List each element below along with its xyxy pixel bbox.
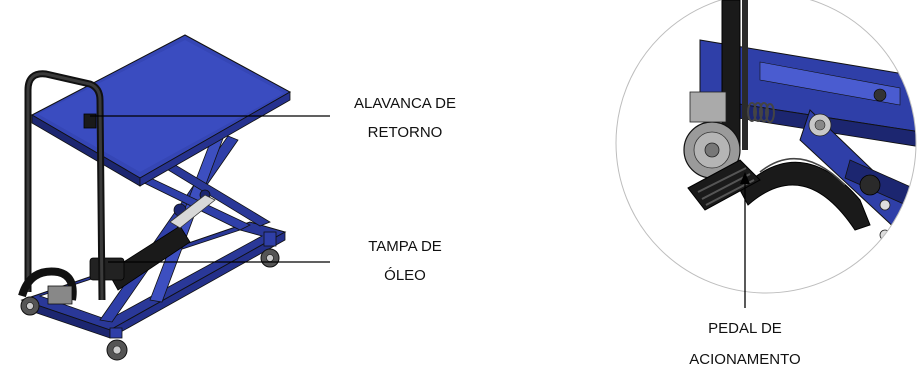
- label-pedal-line1: PEDAL DE: [708, 320, 782, 337]
- label-pedal: PEDAL DE ACIONAMENTO: [660, 321, 830, 367]
- pedal-detail-view: [615, 0, 917, 294]
- label-oil-cap-line1: TAMPA DE: [368, 238, 442, 255]
- caster-rear: [20, 296, 40, 316]
- label-return-lever: ALAVANCA DE RETORNO: [330, 96, 480, 140]
- label-oil-cap-line2: ÓLEO: [384, 267, 426, 284]
- caster-front-left: [106, 327, 128, 361]
- label-oil-cap: TAMPA DE ÓLEO: [330, 239, 480, 283]
- lift-table-illustration: [18, 34, 292, 361]
- label-pedal-line2: ACIONAMENTO: [689, 351, 801, 368]
- label-return-lever-line2: RETORNO: [367, 124, 443, 141]
- label-return-lever-line1: ALAVANCA DE: [354, 95, 456, 112]
- arrow-head-icon: [740, 172, 750, 184]
